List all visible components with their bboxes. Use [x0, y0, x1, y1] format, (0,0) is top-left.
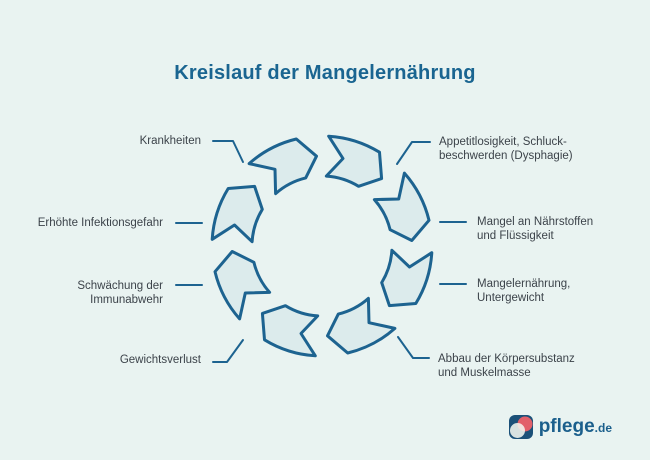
cycle-label-gewichtsverlust: Gewichtsverlust	[119, 354, 201, 366]
cycle-arrow-segment	[324, 134, 384, 188]
cycle-arrow-segment	[372, 171, 431, 242]
cycle-label-mangel-an-naehrstoffen: Mangel an Nährstoffen und Flüssigkeit	[477, 216, 594, 242]
cycle-arrow-segment	[247, 137, 318, 196]
logo-wordmark: pflege.de	[539, 416, 612, 438]
cycle-arrow-segment	[213, 250, 272, 321]
connector-line-krankheiten	[212, 140, 244, 163]
cycle-arrow-segment	[326, 296, 397, 355]
cycle-label-abbau-koerpersubstanz: Abbau der Körpersubstanz und Muskelmasse	[438, 353, 575, 379]
label-connectors	[175, 140, 467, 363]
connector-line-gewichtsverlust	[212, 339, 244, 363]
cycle-arrow-ring	[210, 134, 434, 358]
cycle-label-appetitlosigkeit: Appetitlosigkeit, Schluck- beschwerden (…	[439, 136, 573, 162]
cycle-label-krankheiten: Krankheiten	[139, 135, 201, 147]
cycle-label-schwaechung-immunabwehr: Schwächung der Immunabwehr	[77, 280, 163, 306]
pflege-logo-icon	[508, 415, 533, 439]
pflege-de-logo: pflege.de	[508, 415, 612, 439]
connector-line-appetitlosigkeit	[396, 141, 431, 165]
logo-tld: .de	[594, 421, 612, 435]
cycle-label-erhoehte-infektionsgefahr: Erhöhte Infektionsgefahr	[37, 217, 163, 229]
cycle-label-mangelernaehrung: Mangelernährung, Untergewicht	[477, 278, 571, 304]
logo-brand: pflege	[538, 416, 595, 437]
cycle-arrow-segment	[260, 304, 320, 358]
connector-line-abbau-koerpersubstanz	[397, 336, 430, 359]
page-title: Kreislauf der Mangelernährung	[174, 62, 476, 84]
cycle-arrow-segment	[210, 184, 264, 244]
cycle-arrow-segment	[380, 248, 434, 308]
